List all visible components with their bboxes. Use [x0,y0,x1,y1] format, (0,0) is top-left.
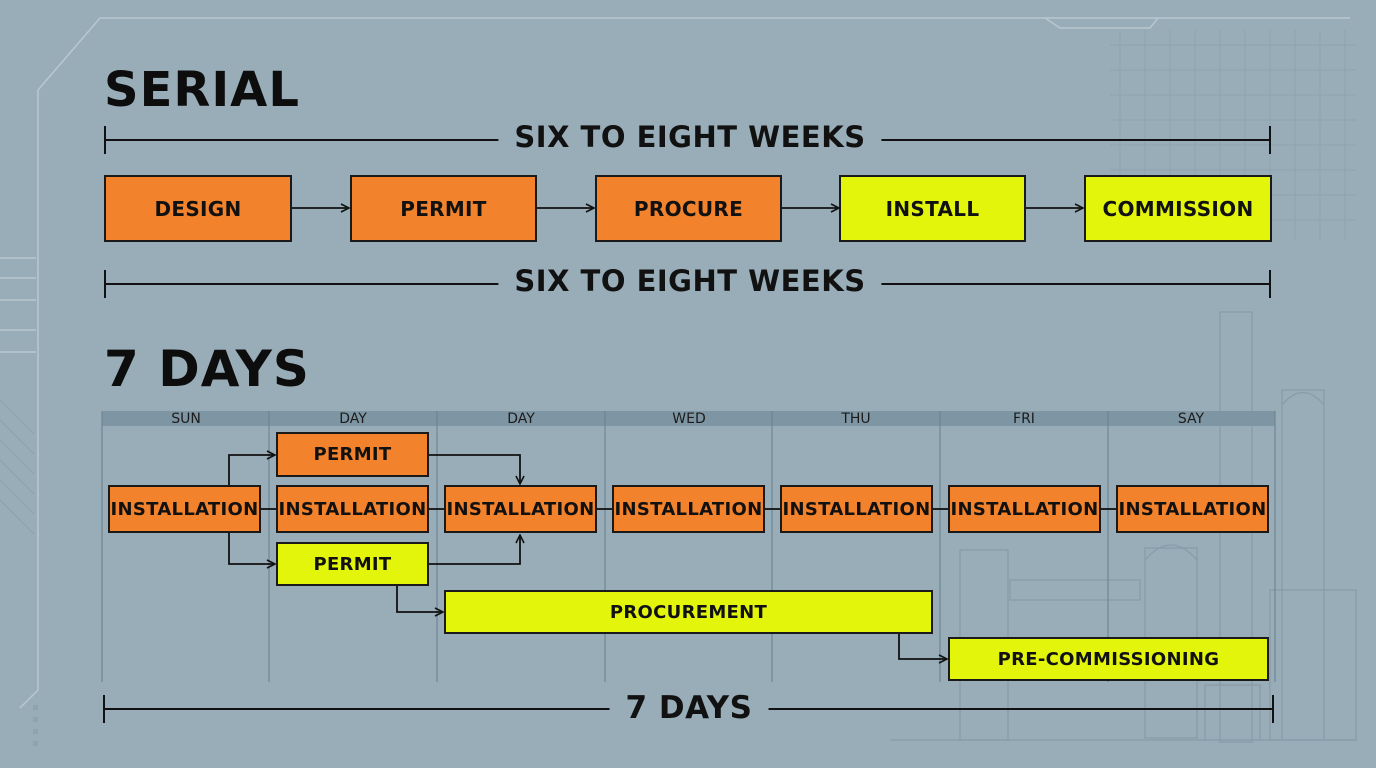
serial-step-procure: PROCURE [595,175,782,242]
parallel-span-label: 7 DAYS [609,690,769,726]
arrow-permit-yellow-to-installation [429,535,520,565]
day-label-3: DAY [507,411,535,427]
arrow-to-permit-orange [228,455,275,486]
arrow-to-permit-yellow [228,533,275,564]
day-label-fri: FRI [1013,411,1035,427]
serial-step-design: DESIGN [104,175,292,242]
task-permit-yellow: PERMIT [276,542,429,586]
task-installation-day6: INSTALLATION [948,485,1101,533]
arrow-to-pre-commissioning [898,633,947,659]
task-installation-day4: INSTALLATION [612,485,765,533]
task-permit-orange: PERMIT [276,432,429,477]
serial-step-permit: PERMIT [350,175,537,242]
serial-step-install: INSTALL [839,175,1026,242]
task-installation-day7: INSTALLATION [1116,485,1269,533]
day-label-thu: THU [841,411,871,427]
arrow-permit-to-installation [429,454,520,484]
day-label-2: DAY [339,411,367,427]
task-installation-day1: INSTALLATION [108,485,261,533]
arrow-to-procurement [396,586,443,612]
serial-span-bottom-label: SIX TO EIGHT WEEKS [498,264,882,298]
day-header-strip [102,411,1275,426]
day-label-wed: WED [672,411,706,427]
task-installation-day5: INSTALLATION [780,485,933,533]
task-pre-commissioning: PRE-COMMISSIONING [948,637,1269,681]
serial-step-commission: COMMISSION [1084,175,1272,242]
task-installation-day3: INSTALLATION [444,485,597,533]
task-installation-day2: INSTALLATION [276,485,429,533]
serial-span-top-label: SIX TO EIGHT WEEKS [498,120,882,154]
serial-title: SERIAL [104,62,300,118]
day-label-sun: SUN [171,411,201,427]
parallel-title: 7 DAYS [104,340,310,398]
day-label-sat: SAY [1177,411,1205,427]
task-procurement: PROCUREMENT [444,590,933,634]
